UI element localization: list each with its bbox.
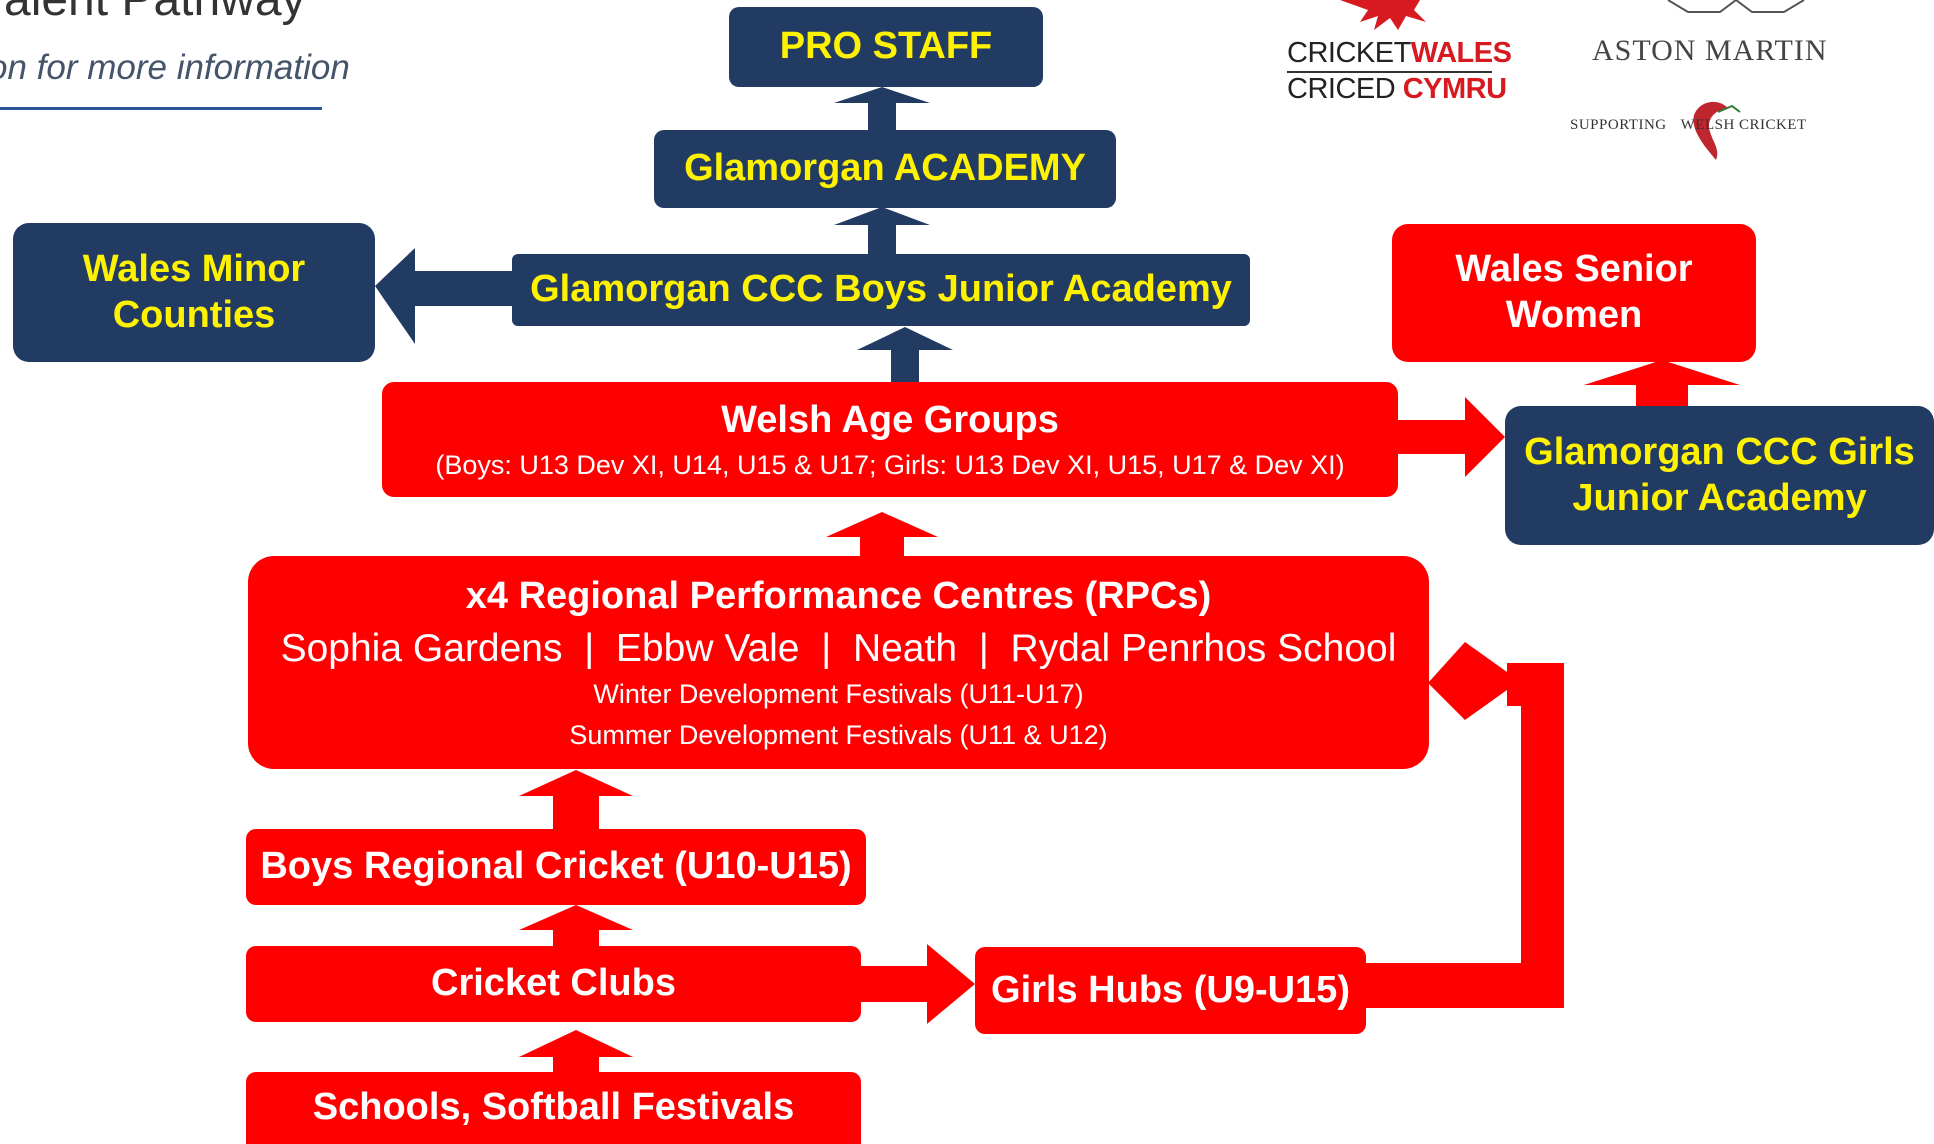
winter-festivals: Winter Development Festivals (U11-U17) xyxy=(593,679,1084,710)
arrow-up-boys-to-academy xyxy=(834,207,930,254)
aston-martin-wings-icon xyxy=(1667,0,1805,13)
arrow-up-academy-to-prostaff xyxy=(834,87,930,130)
arrow-left-boys-to-minor-counties xyxy=(375,248,512,344)
schools-softball-node: Schools, Softball Festivals xyxy=(246,1072,861,1144)
glamorgan-academy-node: Glamorgan ACADEMY xyxy=(654,130,1116,208)
aston-martin-logo-text: ASTON MARTIN xyxy=(1592,34,1828,67)
cricket-wales-dragon-icon xyxy=(1340,0,1426,30)
boys-junior-academy-node: Glamorgan CCC Boys Junior Academy xyxy=(512,254,1250,326)
schools-softball-label: Schools, Softball Festivals xyxy=(312,1086,795,1129)
cricket-wales-logo-line2: CRICED CYMRU xyxy=(1287,73,1507,106)
boys-junior-academy-label: Glamorgan CCC Boys Junior Academy xyxy=(530,268,1232,311)
supporting-welsh-cricket-logo: SUPPORTING WELSH CRICKET xyxy=(1570,117,1807,134)
arrow-up-schools-to-clubs xyxy=(519,1030,633,1072)
welsh-age-groups-node: Welsh Age Groups (Boys: U13 Dev XI, U14,… xyxy=(382,382,1398,497)
arrow-up-clubs-to-regional xyxy=(519,905,633,946)
cricket-clubs-node: Cricket Clubs xyxy=(246,946,861,1022)
wales-minor-counties-label: Wales Minor Counties xyxy=(82,247,306,336)
arrow-right-clubs-to-girls-hubs xyxy=(861,944,975,1024)
welsh-age-groups-label: Welsh Age Groups xyxy=(721,398,1059,441)
wales-senior-women-label: Wales Senior Women xyxy=(1455,248,1693,336)
girls-junior-academy-label: Glamorgan CCC Girls Junior Academy xyxy=(1524,430,1915,519)
boys-regional-cricket-node: Boys Regional Cricket (U10-U15) xyxy=(246,829,866,905)
page-subtitle: on for more information xyxy=(0,48,350,87)
pro-staff-label: PRO STAFF xyxy=(779,25,993,68)
cricket-wales-word: CRICKET xyxy=(1287,37,1411,69)
arrow-right-agegroups-to-girls xyxy=(1398,397,1505,477)
wales-senior-women-node: Wales Senior Women xyxy=(1392,224,1756,362)
arrow-loop-girlshubs-to-rpcs xyxy=(1366,642,1564,1008)
rpcs-label: x4 Regional Performance Centres (RPCs) xyxy=(465,574,1212,617)
supporting-word: SUPPORTING xyxy=(1570,117,1667,133)
wales-minor-counties-node: Wales Minor Counties xyxy=(13,223,375,362)
glamorgan-academy-label: Glamorgan ACADEMY xyxy=(684,147,1086,190)
summer-festivals: Summer Development Festivals (U11 & U12) xyxy=(569,719,1108,750)
girls-hubs-node: Girls Hubs (U9-U15) xyxy=(975,947,1366,1034)
header-underline xyxy=(0,107,322,110)
welsh-cricket-words: WELSH CRICKET xyxy=(1680,117,1807,133)
cricket-clubs-label: Cricket Clubs xyxy=(431,962,676,1005)
pro-staff-node: PRO STAFF xyxy=(729,7,1043,87)
arrow-up-agegroups-to-boys xyxy=(857,327,953,382)
arrow-up-rpcs-to-agegroups xyxy=(826,512,938,556)
girls-hubs-label: Girls Hubs (U9-U15) xyxy=(991,968,1350,1011)
girls-junior-academy-node: Glamorgan CCC Girls Junior Academy xyxy=(1505,406,1934,545)
page-title: Talent Pathway xyxy=(0,0,306,27)
boys-regional-cricket-label: Boys Regional Cricket (U10-U15) xyxy=(260,845,852,888)
cymru-word: CYMRU xyxy=(1402,73,1507,105)
welsh-age-groups-detail: (Boys: U13 Dev XI, U14, U15 & U17; Girls… xyxy=(435,450,1345,481)
arrow-up-girls-to-senior-women xyxy=(1584,360,1740,406)
cricket-wales-logo-line1: CRICKETWALES xyxy=(1287,37,1512,70)
rpc-locations: Sophia Gardens | Ebbw Vale | Neath | Ryd… xyxy=(280,626,1397,670)
wales-word: WALES xyxy=(1410,37,1512,69)
regional-performance-centres-node: x4 Regional Performance Centres (RPCs) S… xyxy=(248,556,1429,769)
arrow-up-regional-to-rpcs xyxy=(519,770,633,829)
welsh-dragon-swoosh-icon xyxy=(1693,101,1741,160)
criced-word: CRICED xyxy=(1287,73,1396,105)
cricket-wales-logo-underline xyxy=(1287,71,1492,73)
